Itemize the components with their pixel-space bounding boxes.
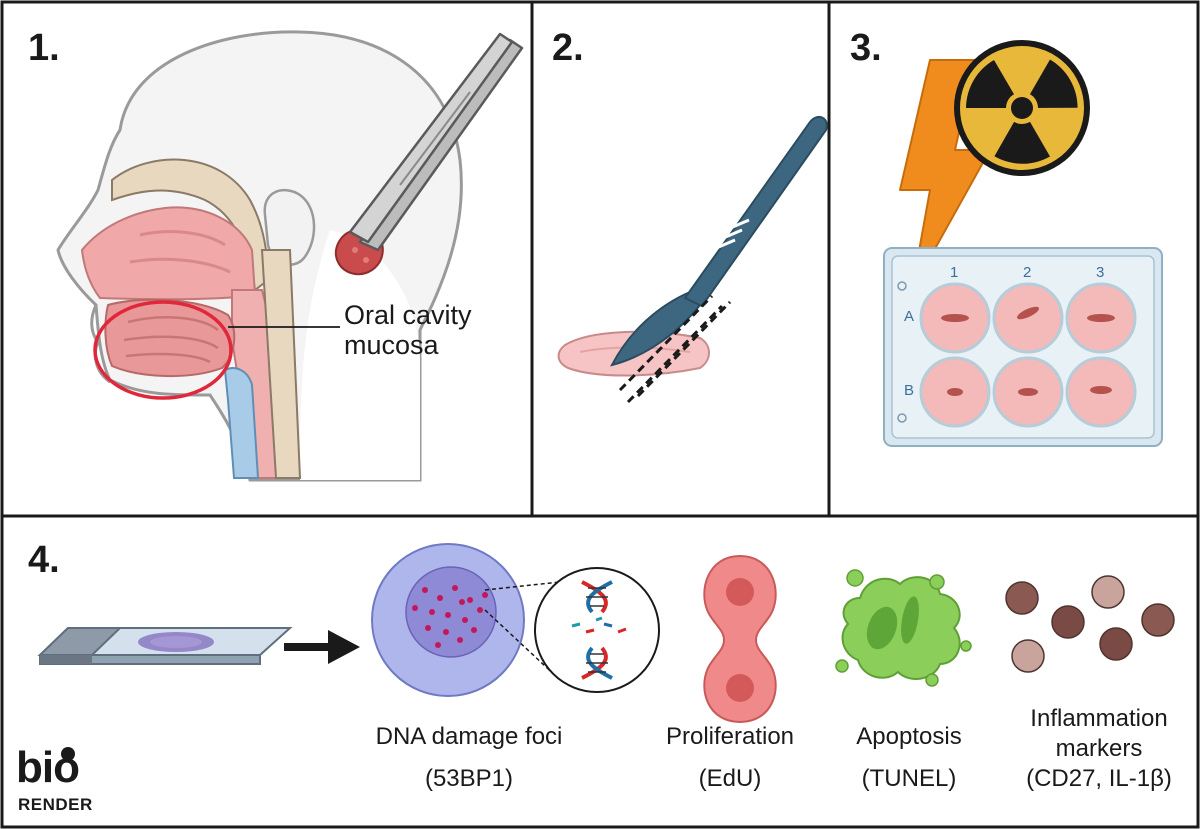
wells [919,282,1137,428]
panel-3-number: 3. [850,27,882,69]
nucleus-foci-cell [371,543,561,697]
readout-dna-damage-title: DNA damage foci [375,723,563,750]
tweezers-icon [348,32,524,252]
readout-proliferation-title: Proliferation [665,723,795,750]
oral-cavity-label: Oral cavity mucosa [344,300,472,360]
arrow-right-icon [284,630,360,664]
readout-inflammation: Inflammation markers (CD27, IL-1β) [1004,704,1194,794]
readout-dna-damage-subtitle: (53BP1) [424,765,514,792]
head-anatomy [56,30,463,482]
dna-icon [534,567,660,693]
oral-cavity-label-line2: mucosa [344,330,439,360]
readout-dna-damage: DNA damage foci (53BP1) [356,722,582,794]
radiation-icon [954,40,1090,176]
panel-4-number: 4. [28,539,60,581]
readout-proliferation: Proliferation (EdU) [650,722,810,794]
inflammation-cells-icon [1005,575,1175,673]
panel-2-number: 2. [552,27,584,69]
apoptotic-cell-icon [835,569,972,687]
scalpel-icon [610,115,828,367]
readout-apoptosis-subtitle: (TUNEL) [861,765,957,792]
logo-render: RENDER [18,795,93,814]
tissue-in-wells [941,306,1115,396]
plate-col-1: 1 [950,264,959,281]
readout-apoptosis: Apoptosis (TUNEL) [834,722,984,794]
oral-cavity-label-line1: Oral cavity [344,300,472,330]
microscope-slide-icon [37,627,293,665]
plate-row-a: A [904,308,915,325]
plate-row-b: B [904,382,915,399]
cut-lines [618,294,732,404]
readout-inflammation-title-2: markers [1055,735,1143,762]
plate-col-3: 3 [1096,264,1105,281]
readout-apoptosis-title: Apoptosis [856,723,962,750]
logo-mark [61,747,75,761]
panel-1-number: 1. [28,27,60,69]
logo-bio: bio [16,743,80,792]
readout-inflammation-subtitle: (CD27, IL-1β) [1026,765,1172,792]
readout-inflammation-title-1: Inflammation [1030,705,1168,732]
well-plate-icon [883,247,1163,447]
plate-col-2: 2 [1023,264,1032,281]
dividing-cell-icon [703,554,777,724]
readout-proliferation-subtitle: (EdU) [698,765,762,792]
